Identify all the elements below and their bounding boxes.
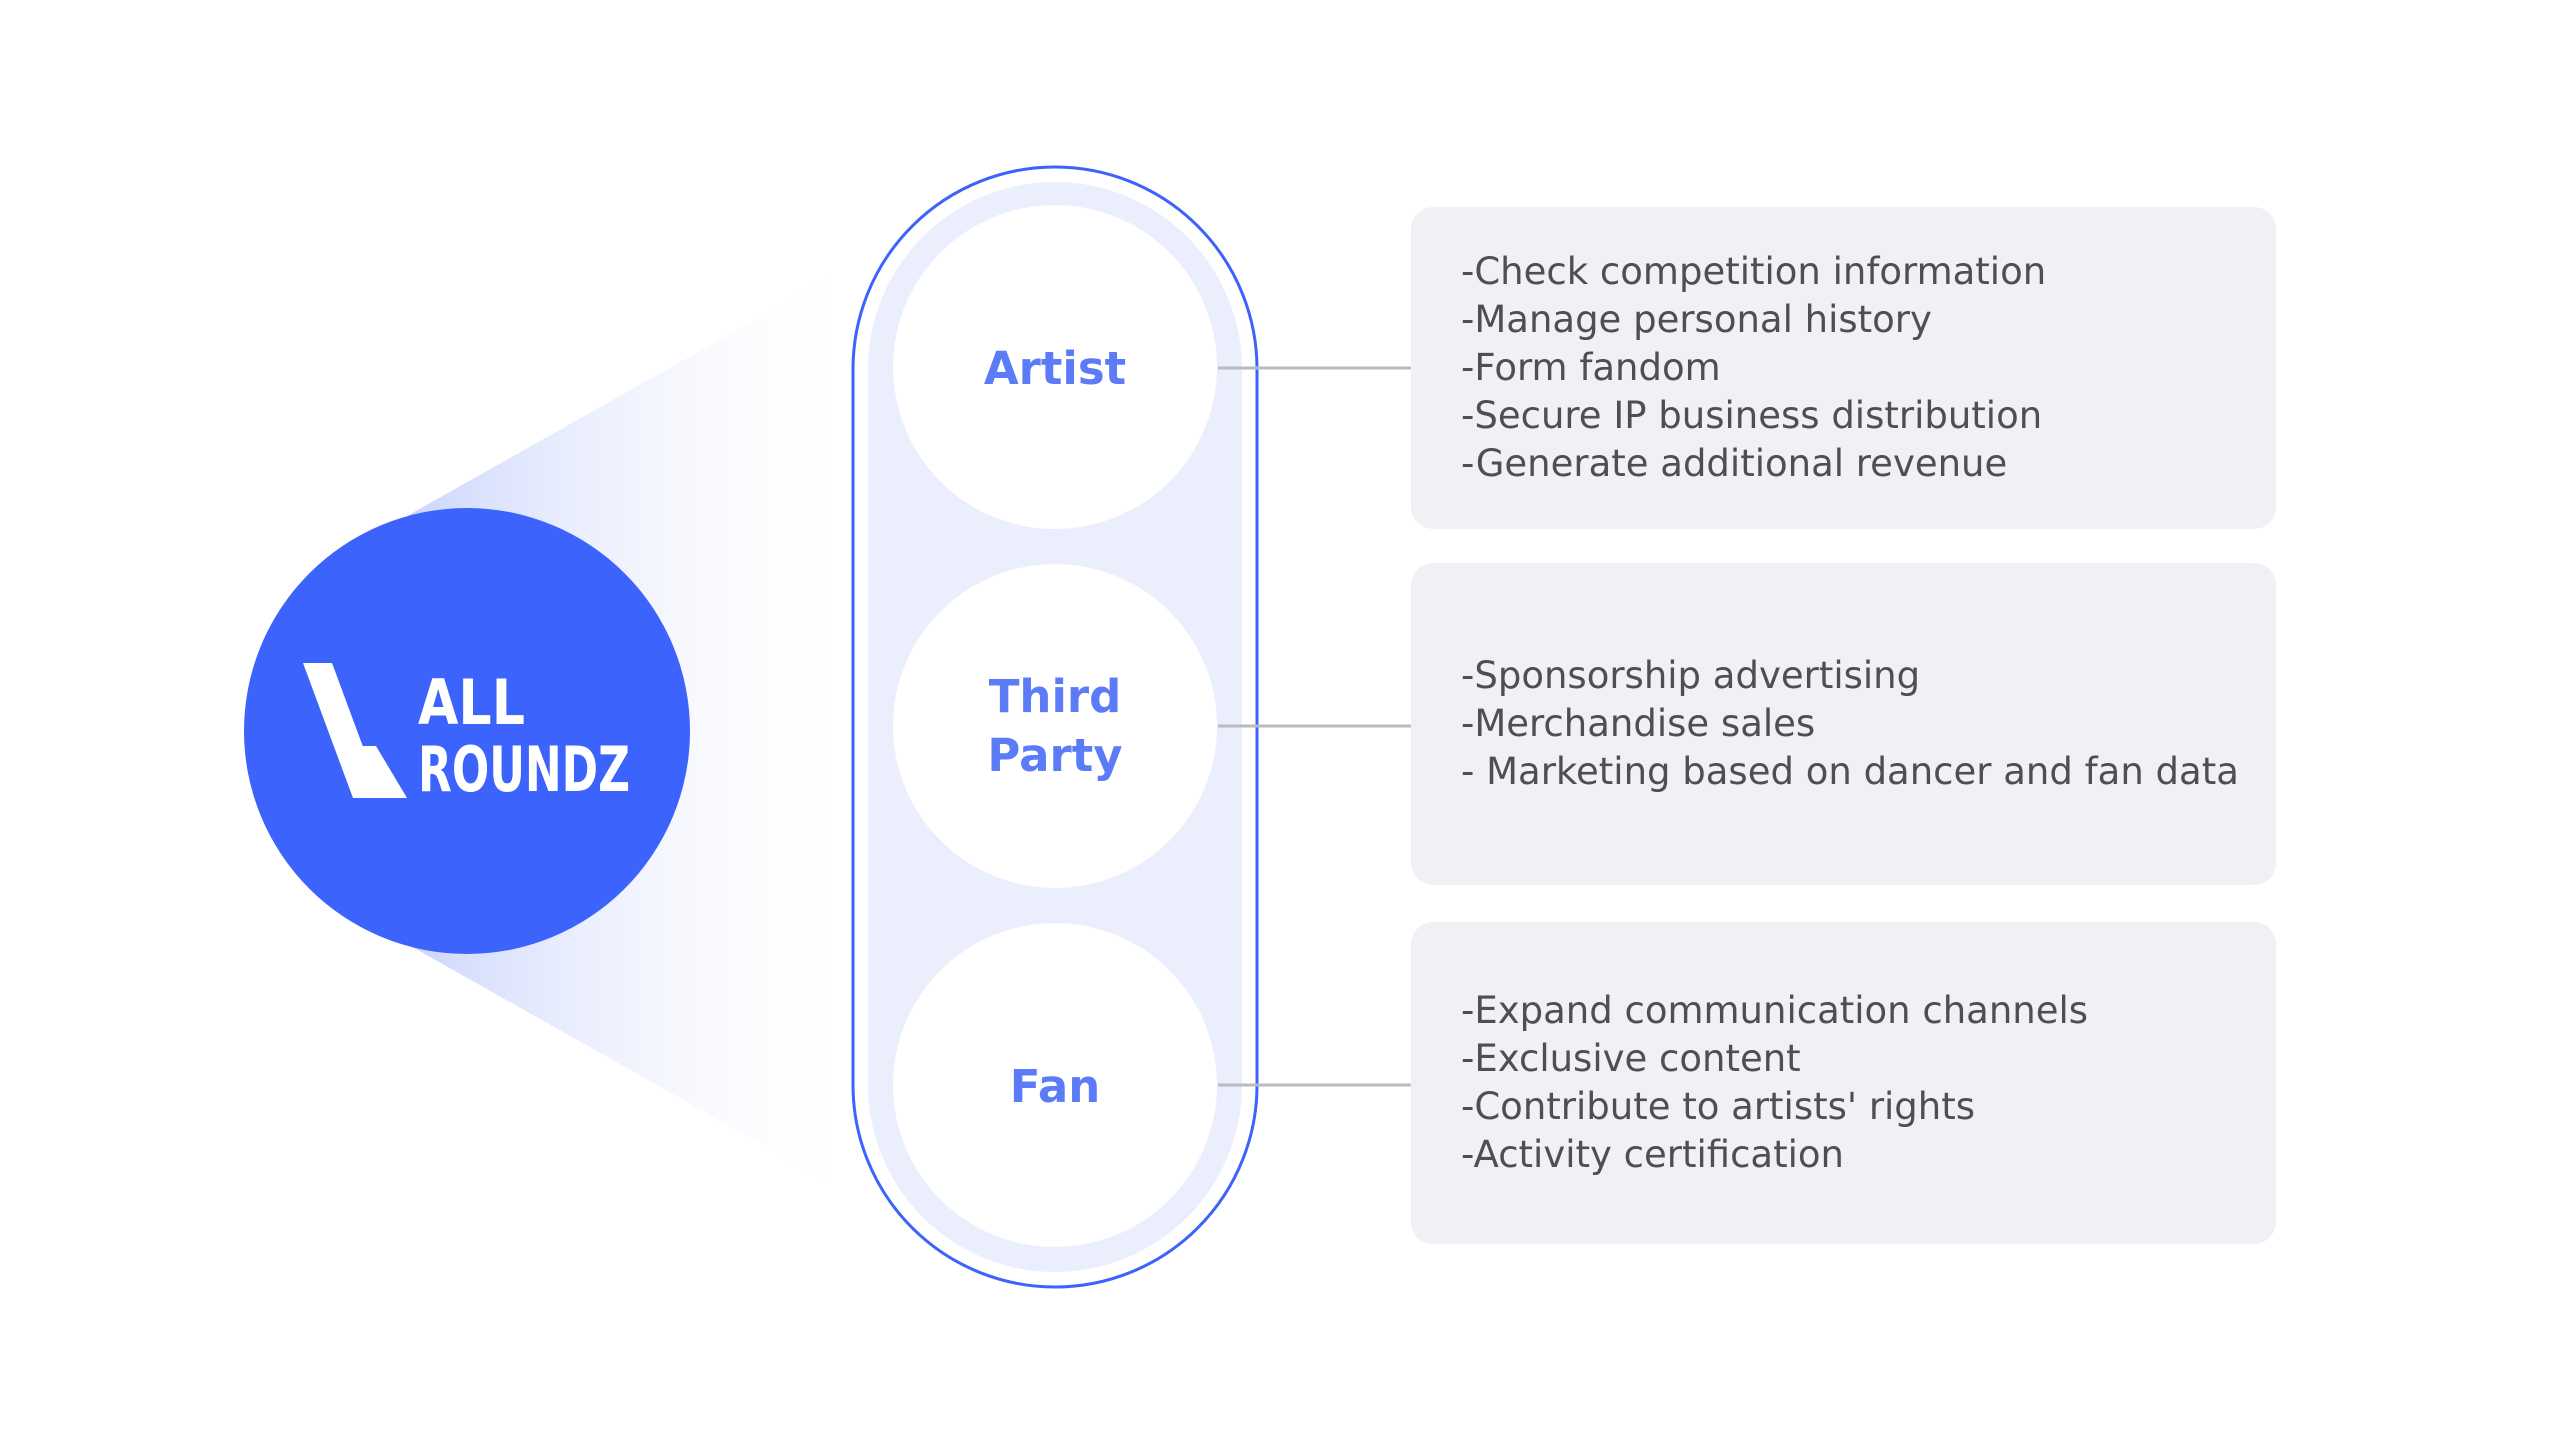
fan-benefits-card: -Expand communication channels -Exclusiv… <box>1411 922 2276 1244</box>
benefit-item: -Exclusive content <box>1461 1037 1801 1080</box>
benefit-item: -Secure IP business distribution <box>1461 394 2043 437</box>
allroundz-logo: ALL ROUNDZ <box>244 508 690 954</box>
artist-benefits-card: -Check competition information -Manage p… <box>1411 207 2276 529</box>
fan-label: Fan <box>1010 1060 1101 1113</box>
benefit-item: -Manage personal history <box>1461 298 1932 341</box>
benefit-item: -Expand communication channels <box>1461 989 2089 1032</box>
logo-slash-icon <box>303 663 407 798</box>
benefit-item: -Form fandom <box>1461 346 1721 389</box>
benefit-item: -Merchandise sales <box>1461 702 1816 745</box>
third-party-label-line2: Party <box>987 729 1122 782</box>
third-party-node <box>893 564 1217 888</box>
benefit-item: -Contribute to artists' rights <box>1461 1085 1976 1128</box>
fan-node <box>893 923 1217 1247</box>
benefit-item: - Marketing based on dancer and fan data <box>1461 750 2239 793</box>
artist-benefits-list: -Check competition information -Manage p… <box>1461 248 2276 488</box>
logo-text-all: ALL <box>418 666 525 739</box>
fan-benefits-list: -Expand communication channels -Exclusiv… <box>1461 987 2276 1179</box>
logo-text-roundz: ROUNDZ <box>418 733 630 806</box>
benefit-item: -Generate additional revenue <box>1461 442 2008 485</box>
artist-node <box>893 205 1217 529</box>
artist-label: Artist <box>984 342 1126 395</box>
third-party-benefits-card: -Sponsorship advertising -Merchandise sa… <box>1411 563 2276 885</box>
logo-circle <box>244 508 690 954</box>
benefit-item: -Sponsorship advertising <box>1461 654 1921 697</box>
third-party-label-line1: Third <box>989 670 1122 723</box>
benefit-item: -Activity certification <box>1461 1133 1844 1176</box>
third-party-benefits-list: -Sponsorship advertising -Merchandise sa… <box>1461 652 2276 796</box>
benefit-item: -Check competition information <box>1461 250 2047 293</box>
